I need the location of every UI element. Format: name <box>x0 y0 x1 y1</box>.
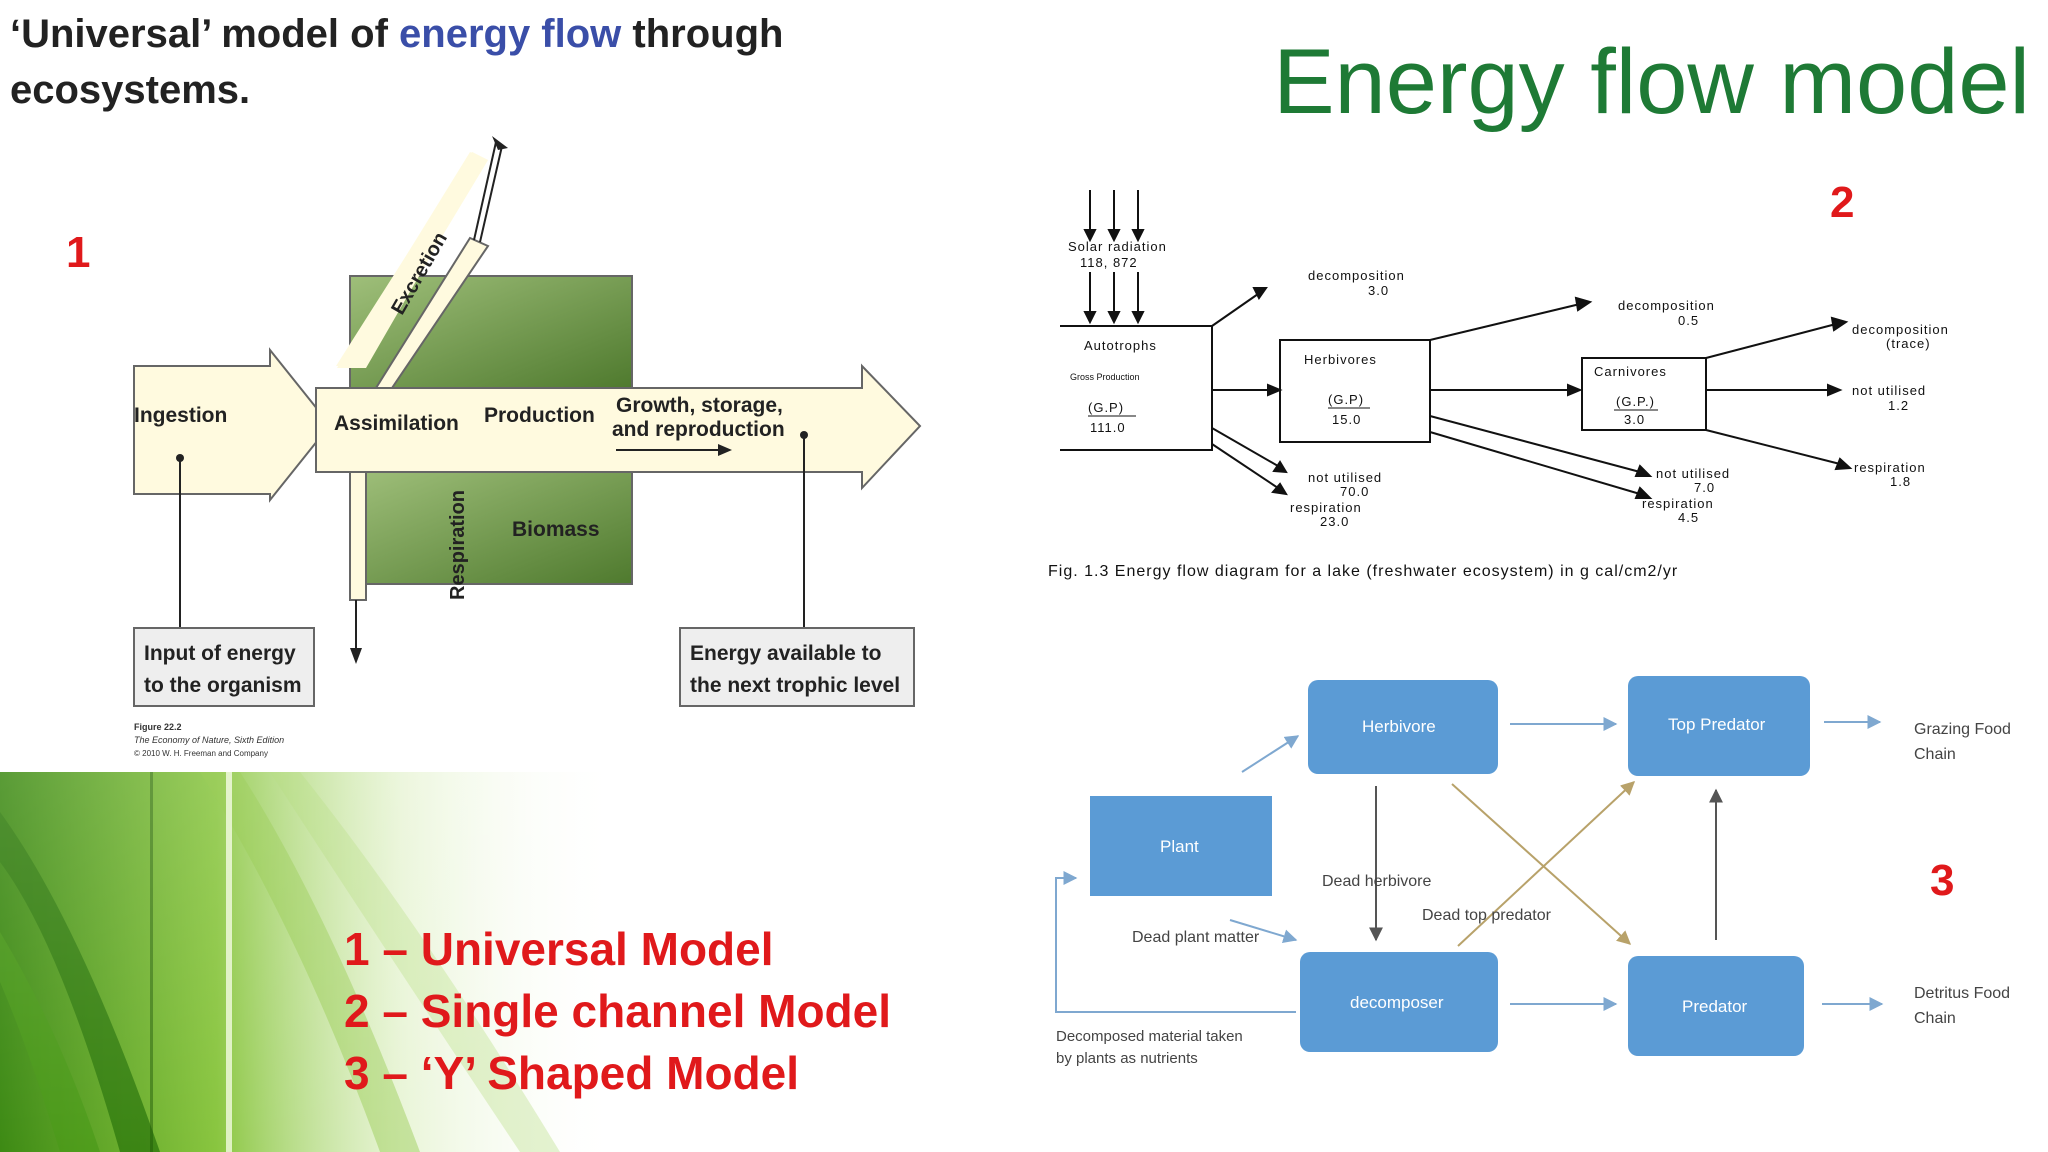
not-utilised-2-label: not utilised <box>1656 466 1730 481</box>
autotrophs-box <box>1060 325 1213 451</box>
carnivores-label: Carnivores <box>1594 364 1667 379</box>
decomposition-1-label: decomposition <box>1308 268 1405 283</box>
ingestion-arrow <box>133 347 332 503</box>
not-utilised-1-label: not utilised <box>1308 470 1382 485</box>
respiration-branch <box>349 471 367 601</box>
decomposition-3-label: decomposition <box>1852 322 1949 337</box>
leaf-background-image <box>0 772 620 1152</box>
predator-box <box>1628 956 1804 1056</box>
herbivore-label: Herbivore <box>1362 717 1436 736</box>
detritus-chain-line1: Detritus Food <box>1914 985 2010 1002</box>
herbivores-label: Herbivores <box>1304 352 1377 367</box>
top-predator-box <box>1628 676 1810 776</box>
input-energy-line2: to the organism <box>144 674 302 697</box>
input-energy-line1: Input of energy <box>144 642 296 665</box>
heading-prefix: ‘Universal’ model of <box>10 12 400 56</box>
figure-credit-line3: © 2010 W. H. Freeman and Company <box>134 749 268 758</box>
respiration-3-label: respiration <box>1854 460 1926 475</box>
available-energy-line2: the next trophic level <box>690 674 900 697</box>
dead-plant-matter-label: Dead plant matter <box>1132 929 1260 946</box>
heading-highlight: energy flow <box>399 12 622 56</box>
carnivores-gp-value: 3.0 <box>1624 412 1645 427</box>
decomposition-2-label: decomposition <box>1618 298 1715 313</box>
grazing-chain-line2: Chain <box>1914 746 1956 763</box>
universal-model-heading: ‘Universal’ model of energy flow through… <box>10 6 890 118</box>
decomposed-material-line1: Decomposed material taken <box>1056 1028 1243 1045</box>
herbivores-gp-value: 15.0 <box>1332 412 1361 427</box>
main-flow-arrow <box>315 363 922 491</box>
respiration-1-label: respiration <box>1290 500 1362 515</box>
decomposer-label: decomposer <box>1350 993 1444 1012</box>
herbivores-gp: (G.P) <box>1328 392 1364 407</box>
figure-credit-line1: Figure 22.2 <box>134 722 182 732</box>
autotrophs-gp: (G.P) <box>1088 400 1124 415</box>
figure-credit-line2: The Economy of Nature, Sixth Edition <box>134 735 284 745</box>
respiration-label: Respiration <box>447 490 469 600</box>
input-energy-box <box>133 627 315 707</box>
production-label: Production <box>484 404 595 427</box>
grazing-chain-line1: Grazing Food <box>1914 721 2011 738</box>
legend-y-shaped: 3 – ‘Y’ Shaped Model <box>344 1047 800 1099</box>
dead-top-predator-label: Dead top predator <box>1422 907 1552 924</box>
top-predator-label: Top Predator <box>1668 715 1766 734</box>
not-utilised-2-value: 7.0 <box>1694 480 1715 495</box>
universal-model-diagram: Ingestion Assimilation Production Growth… <box>133 136 922 758</box>
solar-radiation-label: Solar radiation <box>1068 239 1167 254</box>
respiration-2-label: respiration <box>1642 496 1714 511</box>
not-utilised-3-label: not utilised <box>1852 383 1926 398</box>
carnivores-gp: (G.P.) <box>1616 394 1655 409</box>
growth-label-line1: Growth, storage, <box>616 394 783 417</box>
autotrophs-gp-value: 111.0 <box>1090 420 1126 435</box>
available-energy-line1: Energy available to <box>690 642 881 665</box>
respiration-1-value: 23.0 <box>1320 514 1349 529</box>
legend-single-channel: 2 – Single channel Model <box>344 985 892 1037</box>
carnivores-box <box>1581 357 1707 431</box>
excretion-branch <box>316 236 490 389</box>
not-utilised-3-value: 1.2 <box>1888 398 1909 413</box>
biomass-label: Biomass <box>512 518 600 541</box>
single-channel-diagram: Solar radiation 118, 872 Autotrophs Gros… <box>1048 190 1949 580</box>
decomposer-box <box>1300 952 1498 1052</box>
solar-radiation-value: 118, 872 <box>1080 255 1138 270</box>
slide-title: Energy flow model <box>1273 31 2030 133</box>
legend-universal: 1 – Universal Model <box>344 923 774 975</box>
predator-label: Predator <box>1682 997 1748 1016</box>
ingestion-label: Ingestion <box>134 404 227 427</box>
marker-3: 3 <box>1930 856 1955 905</box>
heading-suffix: through <box>621 12 784 56</box>
marker-2: 2 <box>1830 178 1855 227</box>
model-legend: 1 – Universal Model 2 – Single channel M… <box>344 918 891 1104</box>
dead-herbivore-label: Dead herbivore <box>1322 873 1432 890</box>
herbivore-box <box>1308 680 1498 774</box>
plant-box <box>1090 796 1272 896</box>
growth-label-line2: and reproduction <box>612 418 785 441</box>
y-shaped-diagram: Plant Herbivore Top Predator decomposer … <box>1055 676 2011 1067</box>
autotrophs-label: Autotrophs <box>1084 338 1157 353</box>
decomposition-3-value: (trace) <box>1886 336 1931 351</box>
respiration-2-value: 4.5 <box>1678 510 1699 525</box>
marker-1: 1 <box>66 228 91 277</box>
respiration-3-value: 1.8 <box>1890 474 1911 489</box>
plant-label: Plant <box>1160 837 1199 856</box>
available-energy-box <box>679 627 915 707</box>
biomass-box <box>351 471 633 585</box>
not-utilised-1-value: 70.0 <box>1340 484 1369 499</box>
decomposition-1-value: 3.0 <box>1368 283 1389 298</box>
heading-line2: ecosystems. <box>10 68 251 112</box>
decomposed-material-line2: by plants as nutrients <box>1056 1050 1198 1067</box>
assimilation-label: Assimilation <box>334 412 459 435</box>
detritus-chain-line2: Chain <box>1914 1010 1956 1027</box>
single-channel-caption: Fig. 1.3 Energy flow diagram for a lake … <box>1048 563 1678 580</box>
decomposition-2-value: 0.5 <box>1678 313 1699 328</box>
gross-production-label: Gross Production <box>1070 372 1140 382</box>
